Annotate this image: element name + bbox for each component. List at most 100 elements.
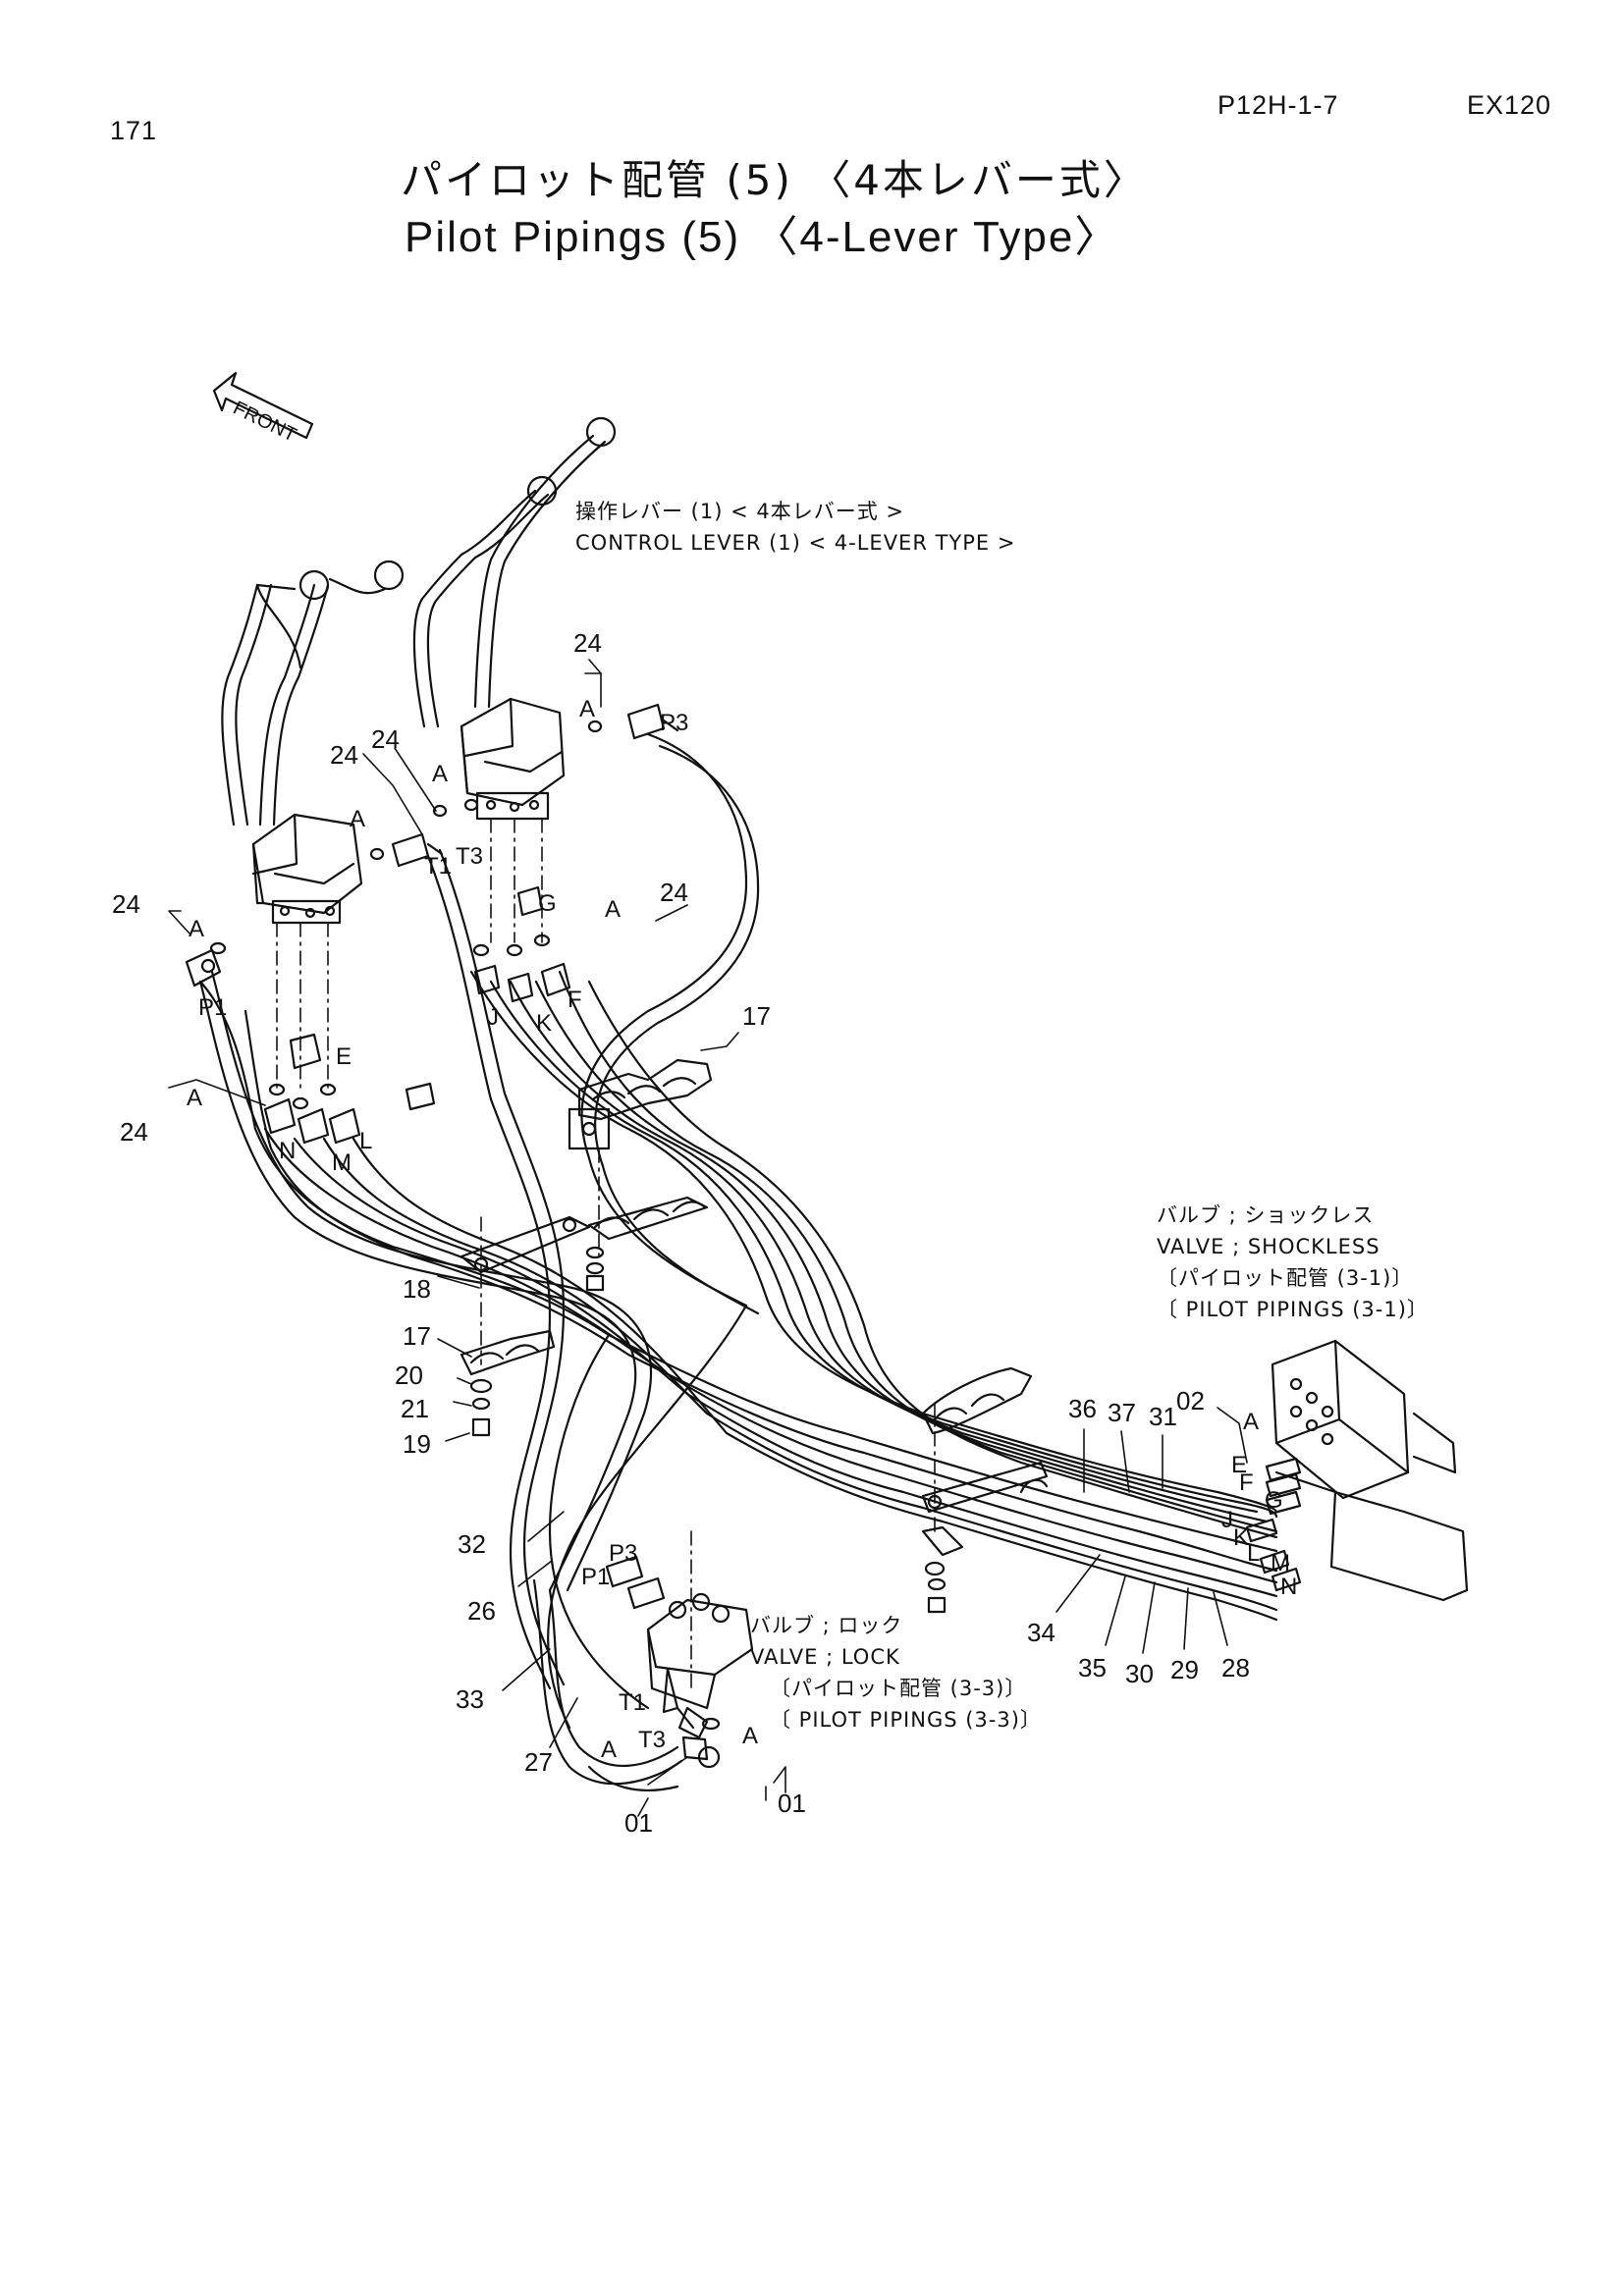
part-number-labels: 24 24 24 24 24 24 17 18 17 20 21 19 32 2… xyxy=(112,628,1250,1838)
port-label-a: A xyxy=(601,1736,617,1763)
valve-shockless-note-jp: バルブ ; ショックレス xyxy=(1157,1203,1375,1227)
port-label-n: N xyxy=(1280,1574,1297,1600)
port-label-t1: T1 xyxy=(619,1689,646,1716)
lock-valve-hoses xyxy=(532,1578,683,1792)
control-lever-note-en: CONTROL LEVER (1) < 4-LEVER TYPE > xyxy=(575,531,1016,555)
port-label-t3: T3 xyxy=(456,843,483,870)
valve-shockless-ref-en: 〔 PILOT PIPINGS (3-1)〕 xyxy=(1157,1298,1429,1321)
valve-shockless-note: バルブ ; ショックレス VALVE ; SHOCKLESS 〔パイロット配管 … xyxy=(1157,1200,1429,1325)
part-label-28: 28 xyxy=(1221,1653,1250,1682)
valve-lock-note-jp: バルブ ; ロック xyxy=(750,1614,903,1637)
o-rings xyxy=(209,720,603,1110)
shockless-valve-fittings xyxy=(1245,1457,1302,1592)
port-label-a: A xyxy=(1243,1409,1259,1435)
clamp-right xyxy=(921,1366,1049,1614)
front-label: FRONT xyxy=(230,398,300,447)
bracket-18 xyxy=(460,1196,709,1274)
port-label-a: A xyxy=(432,761,448,787)
part-label-35: 35 xyxy=(1078,1653,1107,1682)
port-label-a: A xyxy=(350,806,365,832)
lock-valve xyxy=(605,1555,754,1769)
port-label-e: E xyxy=(1231,1452,1247,1478)
port-label-n: N xyxy=(279,1138,296,1164)
port-label-p3: P3 xyxy=(660,710,688,736)
port-label-a: A xyxy=(605,896,621,923)
model-name: EX120 xyxy=(1467,90,1552,120)
port-label-k: K xyxy=(536,1010,552,1037)
part-label-17: 17 xyxy=(742,1001,771,1031)
port-label-k: K xyxy=(1233,1524,1249,1551)
control-lever-note-jp: 操作レバー (1) < 4本レバー式 > xyxy=(575,500,904,523)
elbow-fittings xyxy=(185,703,679,1145)
port-label-p1: P1 xyxy=(198,994,227,1021)
clamp-upper xyxy=(568,1058,713,1150)
part-label-20: 20 xyxy=(395,1361,423,1390)
page-number: 171 xyxy=(110,116,158,145)
port-label-p1: P1 xyxy=(581,1564,610,1590)
part-label-24: 24 xyxy=(371,724,400,754)
document-code: P12H-1-7 xyxy=(1217,90,1339,120)
part-label-24: 24 xyxy=(573,628,602,658)
port-label-f: F xyxy=(1239,1469,1254,1496)
port-label-a: A xyxy=(189,916,204,942)
port-label-t3: T3 xyxy=(638,1727,666,1753)
port-label-j: J xyxy=(487,1004,499,1031)
port-label-l: L xyxy=(1247,1540,1260,1567)
port-label-a: A xyxy=(579,696,595,722)
left-control-valve xyxy=(251,813,363,925)
part-label-01: 01 xyxy=(778,1789,806,1818)
shockless-valve xyxy=(1271,1339,1469,1602)
valve-lock-ref-jp: 〔パイロット配管 (3-3)〕 xyxy=(770,1677,1027,1700)
part-label-29: 29 xyxy=(1170,1655,1199,1684)
part-label-01: 01 xyxy=(624,1808,653,1838)
port-letter-labels: A A A A A A A A A P1 P3 T1 T3 E G F J K … xyxy=(187,696,1297,1763)
part-label-02: 02 xyxy=(1176,1386,1205,1415)
clamp-top-bracket xyxy=(585,1246,605,1292)
part-label-19: 19 xyxy=(403,1429,431,1459)
part-label-27: 27 xyxy=(524,1747,553,1777)
part-label-33: 33 xyxy=(456,1684,484,1714)
valve-shockless-note-en: VALVE ; SHOCKLESS xyxy=(1157,1235,1380,1258)
part-label-30: 30 xyxy=(1125,1659,1154,1688)
port-label-g: G xyxy=(538,890,557,917)
part-label-17: 17 xyxy=(403,1321,431,1351)
port-label-j: J xyxy=(1221,1507,1233,1533)
control-lever-note: 操作レバー (1) < 4本レバー式 > CONTROL LEVER (1) <… xyxy=(575,496,1015,559)
valve-lock-note-en: VALVE ; LOCK xyxy=(750,1645,900,1669)
port-label-a: A xyxy=(742,1723,758,1749)
hose-bundle-right xyxy=(469,970,1278,1539)
port-label-m: M xyxy=(332,1149,352,1176)
port-label-t1: T1 xyxy=(424,853,452,880)
part-label-18: 18 xyxy=(403,1274,431,1304)
front-arrow-icon xyxy=(212,371,314,440)
pilot-pressure-hoses xyxy=(198,732,760,1730)
part-label-34: 34 xyxy=(1027,1618,1055,1647)
clamp-17-lower xyxy=(460,1329,556,1437)
port-label-p3: P3 xyxy=(609,1540,637,1567)
part-label-32: 32 xyxy=(458,1529,486,1559)
right-lever-stalks xyxy=(412,416,617,728)
port-label-l: L xyxy=(359,1128,372,1154)
part-label-26: 26 xyxy=(467,1596,496,1626)
valve-shockless-ref-jp: 〔パイロット配管 (3-1)〕 xyxy=(1157,1266,1414,1290)
valve-lock-note: バルブ ; ロック VALVE ; LOCK 〔パイロット配管 (3-3)〕 〔… xyxy=(750,1610,1042,1735)
part-label-31: 31 xyxy=(1149,1402,1177,1431)
left-lever-stalks xyxy=(221,560,405,827)
port-label-g: G xyxy=(1265,1487,1283,1514)
valve-lock-ref-en: 〔 PILOT PIPINGS (3-3)〕 xyxy=(770,1708,1042,1732)
part-label-24: 24 xyxy=(330,740,358,770)
title-english: Pilot Pipings (5) 〈4-Lever Type〉 xyxy=(405,213,1120,261)
leader-lines xyxy=(168,659,1248,1817)
port-label-m: M xyxy=(1271,1550,1290,1576)
part-label-36: 36 xyxy=(1068,1394,1097,1423)
right-control-valve xyxy=(460,697,566,821)
part-label-24: 24 xyxy=(660,878,688,907)
port-label-a: A xyxy=(187,1085,202,1111)
port-label-f: F xyxy=(568,987,582,1013)
part-label-37: 37 xyxy=(1108,1398,1136,1427)
part-label-24: 24 xyxy=(120,1117,148,1147)
part-label-21: 21 xyxy=(401,1394,429,1423)
title-japanese: パイロット配管 (5) 〈4本レバー式〉 xyxy=(401,156,1148,204)
port-label-e: E xyxy=(336,1043,352,1070)
